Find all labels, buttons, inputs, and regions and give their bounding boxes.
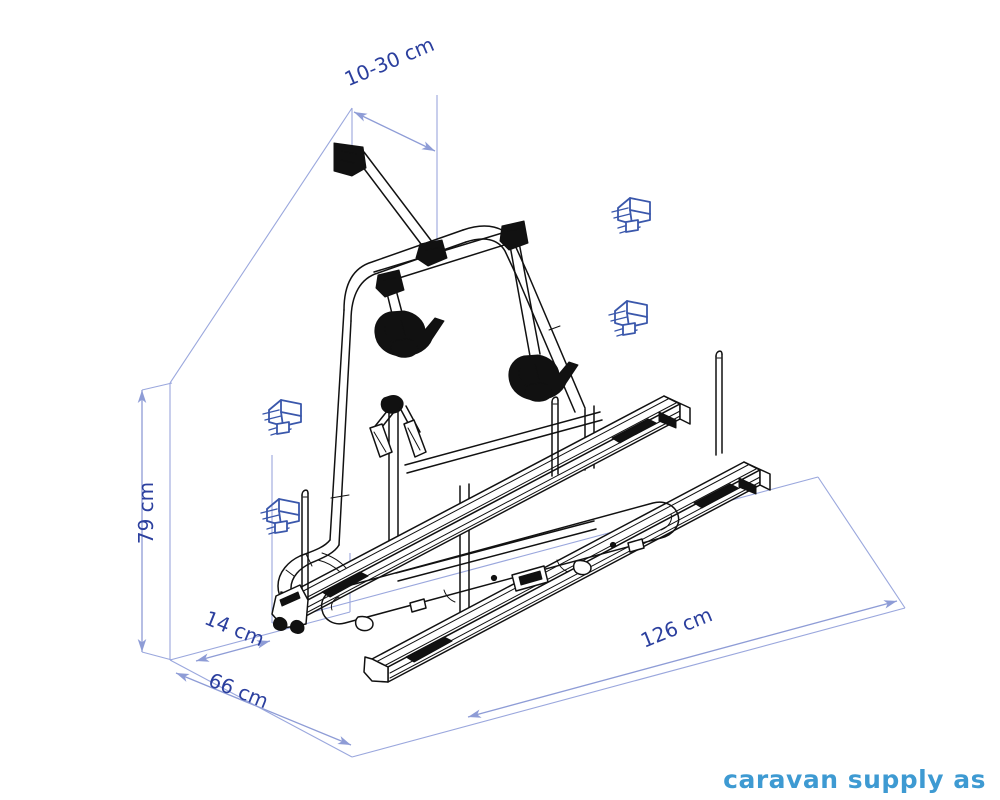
bracket-icon-upper-right bbox=[611, 197, 651, 234]
watermark-caravan-supply: caravan supply as bbox=[723, 765, 986, 794]
dimension-label-depth-top: 10-30 cm bbox=[341, 32, 438, 91]
upper-adjust-arm bbox=[333, 142, 448, 267]
dimension-line-width-front bbox=[175, 672, 352, 746]
bracket-icon-lower-left bbox=[260, 498, 300, 535]
lower-bike-rail bbox=[363, 461, 771, 683]
dimension-label-length: 126 cm bbox=[637, 602, 716, 652]
bracket-icon-upper-left bbox=[262, 399, 302, 436]
left-upright-frame bbox=[329, 229, 467, 546]
right-diagonal-arm bbox=[499, 220, 541, 357]
dimension-line-depth-top bbox=[353, 111, 436, 152]
dimension-label-width-front: 66 cm bbox=[205, 668, 272, 714]
dimension-labels: 10-30 cm 79 cm 14 cm 66 cm 126 cm bbox=[134, 32, 716, 713]
dimension-line-length bbox=[467, 600, 898, 718]
bike-frame-holder-right bbox=[508, 354, 579, 402]
dimension-label-height: 79 cm bbox=[134, 482, 158, 544]
mounting-bracket-callouts bbox=[260, 197, 651, 535]
bike-frame-holder-left bbox=[374, 310, 445, 358]
left-bottom-end-fitting bbox=[271, 584, 309, 634]
joint-details bbox=[317, 395, 427, 573]
dimension-label-depth-bottom: 14 cm bbox=[201, 606, 268, 652]
wheel-stop-pins bbox=[301, 350, 723, 603]
bike-rack-assembly bbox=[271, 142, 771, 683]
dimension-line-height bbox=[137, 382, 173, 661]
bike-wheel-tray-loop bbox=[320, 501, 680, 632]
dimension-line-depth-bottom bbox=[195, 640, 271, 662]
bracket-icon-mid-right bbox=[608, 300, 648, 337]
